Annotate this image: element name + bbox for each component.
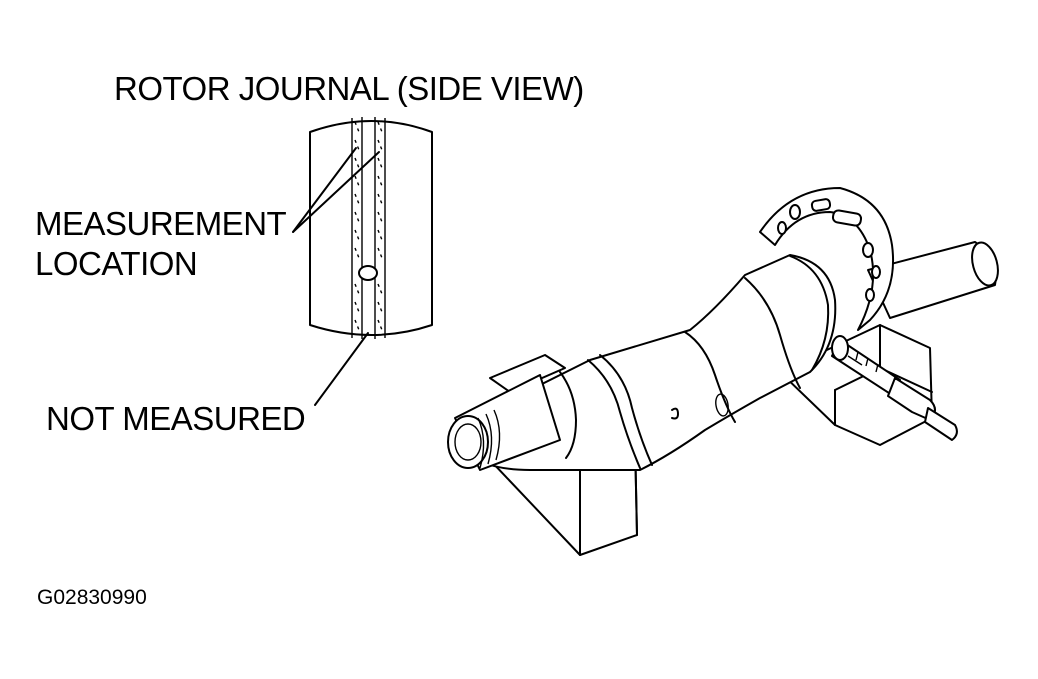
not-measured-label: NOT MEASURED — [46, 400, 306, 437]
journal-edge-3 — [744, 277, 801, 389]
journal-edge-1 — [587, 359, 641, 469]
oil-hole — [358, 265, 378, 281]
measurement-leader-2 — [292, 151, 380, 233]
journal-hole — [671, 407, 679, 420]
micrometer-ratchet — [924, 407, 958, 441]
not-measured-leader — [314, 332, 369, 406]
figure-id: G02830990 — [37, 586, 147, 609]
measurement-location-label-line1: MEASUREMENT — [35, 205, 287, 242]
journal-outline — [309, 120, 433, 336]
measurement-band-right — [374, 117, 386, 339]
diagram-title: ROTOR JOURNAL (SIDE VIEW) — [114, 70, 584, 107]
rotor-assembly — [447, 241, 999, 556]
thread-end — [447, 415, 489, 469]
measurement-leader-1 — [292, 147, 357, 233]
micrometer — [759, 187, 958, 441]
v-block-front-top — [489, 354, 566, 393]
measurement-location-label-line2: LOCATION — [35, 245, 198, 282]
journal-edge-2 — [684, 331, 736, 423]
journal-side-view — [292, 117, 433, 406]
